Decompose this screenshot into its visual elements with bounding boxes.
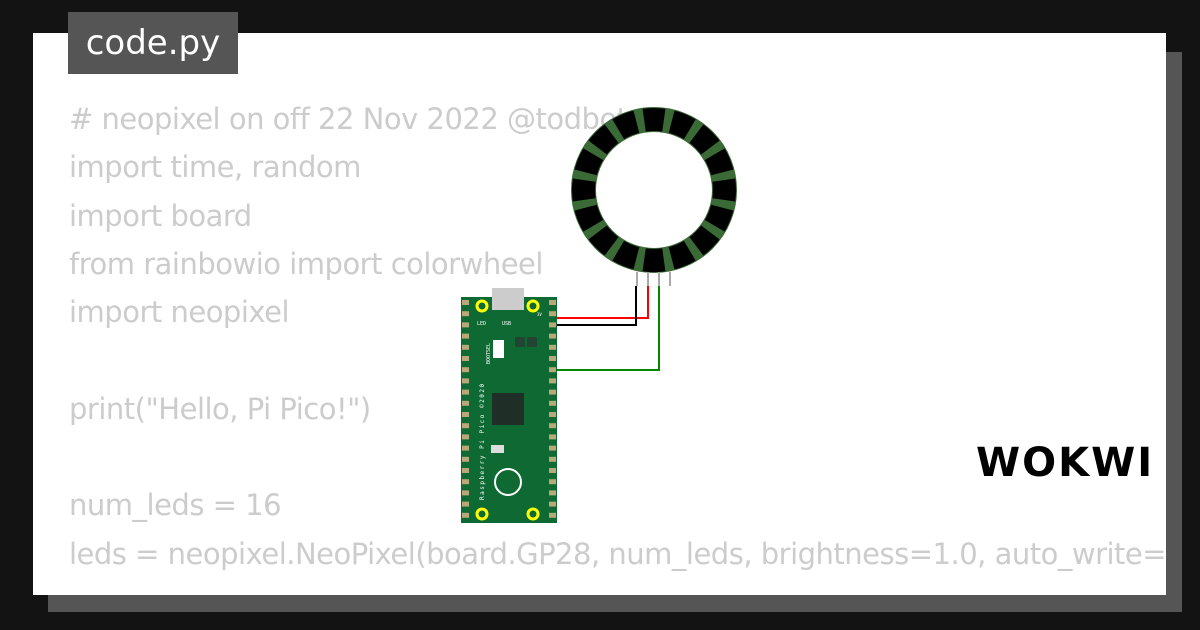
neopixel-led [704, 148, 734, 176]
neopixel-led [642, 248, 666, 272]
usb-label: USB [502, 321, 511, 327]
pin-pad [549, 468, 556, 473]
code-line: import neopixel [69, 295, 290, 330]
pin-pad [549, 378, 556, 384]
pin-pad [549, 423, 556, 429]
pin-pad [462, 423, 469, 429]
pin-pad [462, 367, 469, 373]
pin-pad [549, 389, 556, 395]
pin-pad [462, 479, 469, 485]
pin-pad [462, 300, 469, 305]
code-line: # neopixel on off 22 Nov 2022 @todbot [69, 102, 628, 136]
pin-pad [549, 445, 556, 451]
code-line: leds = neopixel.NeoPixel(board.GP28, num… [69, 536, 1166, 571]
wire-ground[interactable] [545, 286, 637, 326]
led-label: LED [477, 321, 486, 327]
pin-pad [462, 333, 469, 339]
neopixel-led [612, 240, 640, 270]
pin-pad [549, 367, 556, 373]
pin-pad [462, 490, 469, 496]
neopixel-led [668, 110, 696, 140]
vbus-label: 3V [537, 312, 542, 317]
pin-pad [462, 468, 469, 473]
pin-pad [549, 412, 556, 417]
pin-pad [462, 501, 469, 507]
ring-pins [636, 272, 671, 286]
pin-pad [462, 400, 469, 406]
neopixel-led [689, 225, 720, 256]
pin-pad [462, 389, 469, 395]
raspberry-logo-icon [494, 468, 522, 496]
wokwi-logo: WOKWI [976, 440, 1155, 486]
pin-pad [549, 501, 556, 507]
pin-pad [462, 456, 469, 462]
pin-pad [549, 333, 556, 339]
neopixel-led [612, 110, 640, 140]
raspberry-pi-pico[interactable]: LED USB 3V BOOTSEL Raspberry Pi Pico ©20… [461, 288, 557, 523]
wire-data[interactable] [545, 286, 660, 371]
pin-pad [549, 322, 556, 328]
neopixel-led [572, 178, 596, 202]
neopixel-led [704, 204, 734, 232]
code-line: import time, random [69, 150, 361, 185]
pin-pad [549, 434, 556, 440]
neopixel-led [668, 240, 696, 270]
pin-pad [462, 434, 469, 440]
pin-pad [462, 512, 469, 518]
pin-pad [549, 490, 556, 496]
neopixel-led [588, 124, 619, 155]
bootsel-button[interactable] [493, 340, 504, 358]
code-line: import board [69, 198, 252, 233]
neopixel-led [574, 204, 604, 232]
wire-power[interactable] [545, 286, 649, 319]
pin-pad [549, 479, 556, 485]
neopixel-led [574, 148, 604, 176]
neopixel-led [588, 225, 619, 256]
code-line: from rainbowio import colorwheel [69, 246, 543, 281]
pin-pad [549, 512, 556, 518]
pin-pad [549, 456, 556, 462]
pin-pad [549, 300, 556, 305]
pin-pad [549, 311, 556, 317]
pin-pad [462, 378, 469, 384]
code-panel: # neopixel on off 22 Nov 2022 @todbot im… [33, 33, 1166, 595]
file-title-tab: code.py [68, 12, 238, 74]
pin-pad [549, 356, 556, 361]
bootsel-label: BOOTSEL [486, 343, 492, 364]
pin-pad [549, 344, 556, 350]
pin-pad [549, 400, 556, 406]
pin-pad [462, 311, 469, 317]
pin-pad [462, 356, 469, 361]
neopixel-led [712, 178, 736, 202]
pin-pad [462, 322, 469, 328]
neopixel-ring[interactable] [571, 107, 737, 273]
pin-pad [462, 344, 469, 350]
code-text: # neopixel on off 22 Nov 2022 @todbot im… [69, 95, 1166, 578]
pin-pad [462, 412, 469, 417]
neopixel-led [642, 108, 666, 132]
pin-pad [462, 445, 469, 451]
neopixel-led [689, 124, 720, 155]
code-line: print("Hello, Pi Pico!") [69, 391, 371, 426]
board-label: Raspberry Pi Pico ©2020 [479, 382, 486, 500]
code-line: num_leds = 16 [69, 488, 282, 523]
